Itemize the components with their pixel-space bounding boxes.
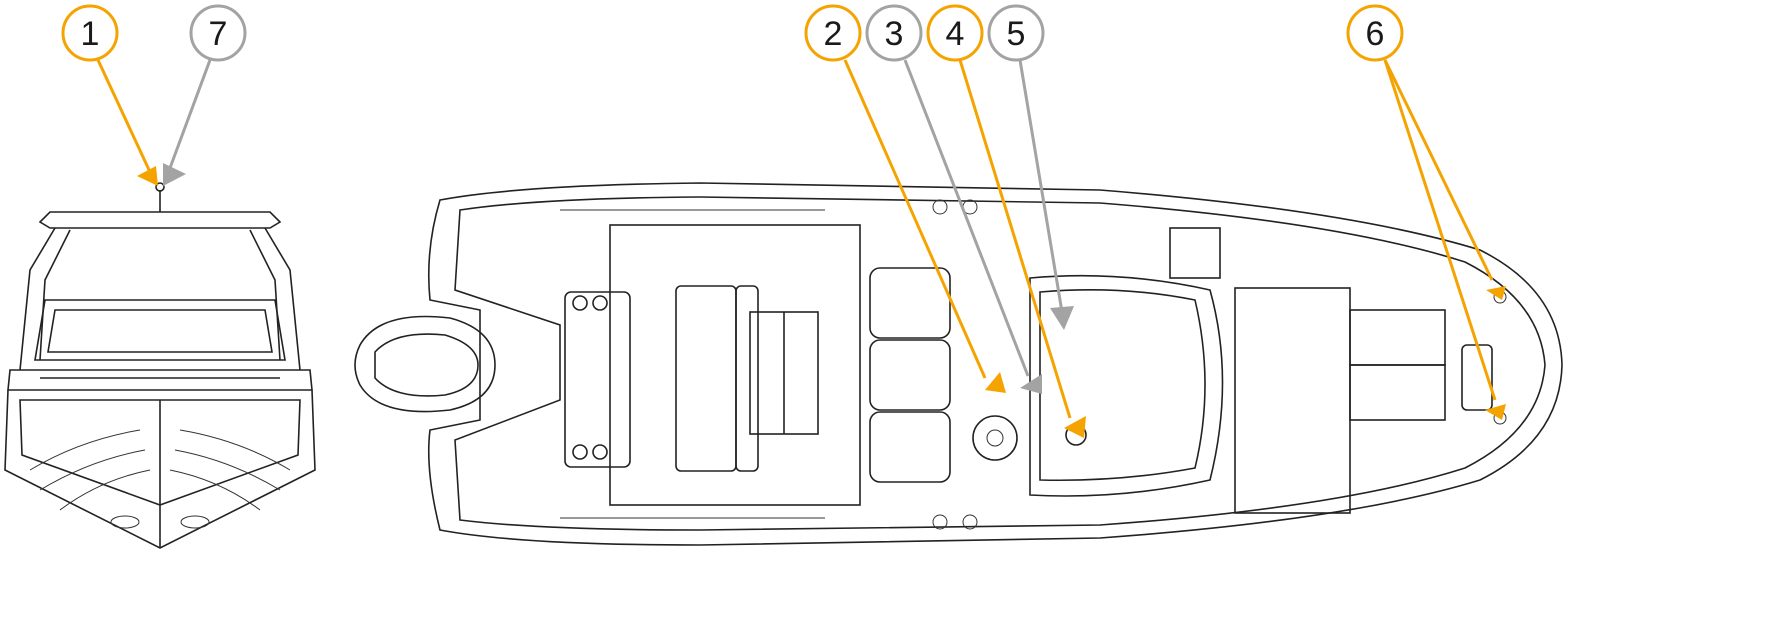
arrow-4 bbox=[1064, 416, 1086, 438]
callout-label: 1 bbox=[81, 15, 100, 53]
callout-label: 3 bbox=[885, 15, 904, 53]
callout-label: 7 bbox=[209, 15, 228, 53]
arrow-2 bbox=[985, 372, 1006, 393]
callout-6: 6 bbox=[1346, 4, 1404, 62]
callout-4: 4 bbox=[926, 4, 984, 62]
leader-7 bbox=[168, 59, 212, 169]
arrow-7 bbox=[163, 163, 186, 186]
boat-top-view bbox=[354, 182, 1563, 546]
leader-1 bbox=[96, 59, 152, 173]
boat-front-view bbox=[4, 182, 316, 549]
arrow-3 bbox=[1020, 374, 1042, 394]
callout-label: 5 bbox=[1007, 15, 1026, 53]
callout-2: 2 bbox=[804, 4, 862, 62]
arrow-6a bbox=[1486, 286, 1506, 300]
leader-3 bbox=[903, 59, 1030, 377]
leader-5 bbox=[1018, 59, 1064, 313]
callout-leaders bbox=[96, 59, 1506, 438]
arrow-6b bbox=[1485, 404, 1506, 420]
callout-label: 4 bbox=[946, 15, 965, 53]
callout-3: 3 bbox=[865, 4, 923, 62]
leader-6b bbox=[1383, 59, 1497, 401]
leader-4 bbox=[958, 59, 1072, 419]
leader-2 bbox=[843, 59, 987, 379]
callout-1: 1 bbox=[61, 4, 119, 62]
callout-label: 2 bbox=[824, 15, 843, 53]
arrow-1 bbox=[137, 166, 158, 186]
leader-6a bbox=[1383, 59, 1494, 281]
callout-5: 5 bbox=[987, 4, 1045, 62]
arrow-5 bbox=[1050, 306, 1074, 330]
callout-7: 7 bbox=[189, 4, 247, 62]
callout-label: 6 bbox=[1366, 15, 1385, 53]
